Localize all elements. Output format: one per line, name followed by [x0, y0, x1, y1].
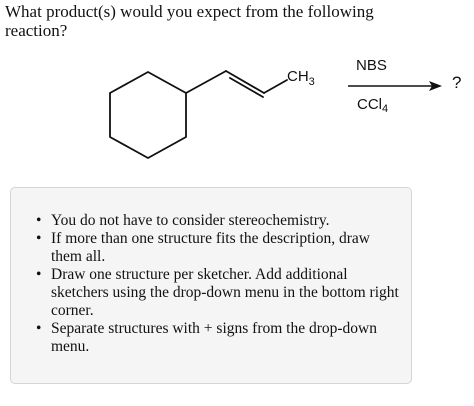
- instructions-box: •You do not have to consider stereochemi…: [10, 187, 412, 384]
- bullet-icon: •: [36, 212, 42, 229]
- bullet-icon: •: [36, 266, 42, 283]
- reaction-arrow: [348, 81, 442, 91]
- reagent-solvent: CCl4: [357, 96, 388, 115]
- alkenyl-chain: [185, 70, 288, 98]
- product-placeholder: ?: [452, 73, 461, 92]
- chain-bond-1: [185, 70, 227, 94]
- cyclohexane-ring: [109, 70, 187, 160]
- double-bond-outer: [225, 70, 265, 94]
- bullet-icon: •: [36, 230, 42, 247]
- question-text: What product(s) would you expect from th…: [5, 2, 374, 40]
- chain-bond-3: [263, 79, 288, 94]
- instruction-item: •Separate structures with + signs from t…: [36, 320, 377, 355]
- arrow-head-icon: [429, 81, 442, 91]
- bullet-icon: •: [36, 320, 42, 337]
- instruction-item: •If more than one structure fits the des…: [36, 230, 370, 265]
- instruction-item: •You do not have to consider stereochemi…: [36, 212, 330, 229]
- instruction-item: •Draw one structure per sketcher. Add ad…: [36, 266, 399, 319]
- reagent-nbs: NBS: [356, 57, 387, 74]
- methyl-label: CH3: [287, 68, 315, 88]
- ring-shape: [109, 70, 187, 160]
- reaction-diagram: CH3 NBS CCl4 ?: [109, 57, 461, 160]
- double-bond-inner: [229, 77, 264, 98]
- instructions-list: •You do not have to consider stereochemi…: [36, 212, 401, 356]
